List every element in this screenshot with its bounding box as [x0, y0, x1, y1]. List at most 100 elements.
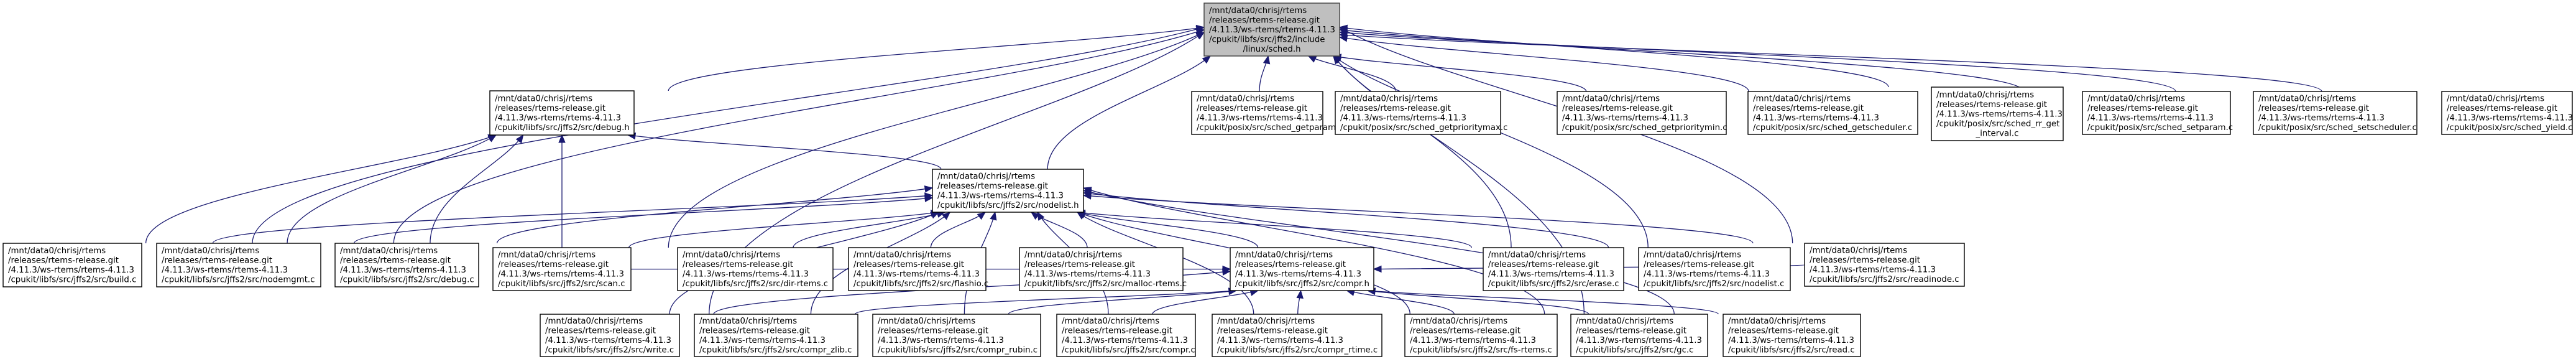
node-box: [1638, 247, 1791, 291]
arrowhead-icon: [1037, 211, 1045, 221]
arrowhead-icon: [977, 212, 987, 220]
node-sched-setscheduler[interactable]: /mnt/data0/chrisj/rtems/releases/rtems-r…: [2253, 91, 2417, 135]
node-label-line: /releases/rtems-release.git: [1340, 104, 1451, 113]
node-compr-h[interactable]: /mnt/data0/chrisj/rtems/releases/rtems-r…: [1230, 247, 1374, 291]
node-label-line: /4.11.3/ws-rtems/rtems-4.11.3: [1810, 266, 1936, 275]
node-label-line: /cpukit/posix/src/sched_rr_get: [1936, 119, 2059, 129]
node-label-line: /cpukit/libfs/src/jffs2/src/compr_rubin.…: [878, 346, 1037, 355]
node-flashio-c[interactable]: /mnt/data0/chrisj/rtems/releases/rtems-r…: [848, 247, 988, 291]
edge-line: [1008, 290, 1237, 315]
node-label-line: /cpukit/libfs/src/jffs2/include: [1209, 35, 1325, 44]
node-label-line: /mnt/data0/chrisj/rtems: [1217, 317, 1315, 326]
edge-sched-getparam-to-sched-h: [1259, 55, 1271, 92]
arrowhead-icon: [487, 134, 497, 142]
node-label-line: /cpukit/libfs/src/jffs2/src/build.c: [8, 276, 136, 285]
edge-line: [1083, 187, 1545, 315]
arrowhead-icon: [924, 195, 934, 202]
node-label-line: /releases/rtems-release.git: [878, 327, 988, 336]
node-label-line: /4.11.3/ws-rtems/rtems-4.11.3: [1197, 114, 1323, 123]
arrowhead-icon: [1338, 27, 1348, 34]
edge-line: [1083, 192, 1609, 248]
node-label-line: /releases/rtems-release.git: [937, 182, 1048, 191]
edge-line: [1083, 195, 1754, 244]
node-label-line: /releases/rtems-release.git: [340, 256, 451, 266]
node-debug-h[interactable]: /mnt/data0/chrisj/rtems/releases/rtems-r…: [489, 90, 635, 136]
node-label-line: /mnt/data0/chrisj/rtems: [1728, 317, 1826, 326]
node-box: [848, 247, 987, 291]
node-sched-getparam[interactable]: /mnt/data0/chrisj/rtems/releases/rtems-r…: [1191, 91, 1343, 135]
node-label-line: /releases/rtems-release.git: [2447, 104, 2557, 113]
node-nodelist-c[interactable]: /mnt/data0/chrisj/rtems/releases/rtems-r…: [1638, 247, 1791, 291]
node-fs-rtems-c[interactable]: /mnt/data0/chrisj/rtems/releases/rtems-r…: [1404, 314, 1558, 357]
node-dir-rtems-c[interactable]: /mnt/data0/chrisj/rtems/releases/rtems-r…: [677, 247, 834, 291]
node-nodelist-h[interactable]: /mnt/data0/chrisj/rtems/releases/rtems-r…: [932, 169, 1084, 213]
node-label-line: /cpukit/libfs/src/jffs2/src/nodelist.c: [1644, 279, 1784, 289]
node-label-line: /releases/rtems-release.git: [162, 256, 272, 266]
node-box: [2, 243, 142, 287]
node-write-c[interactable]: /mnt/data0/chrisj/rtems/releases/rtems-r…: [540, 314, 680, 357]
node-label-line: /4.11.3/ws-rtems/rtems-4.11.3: [1576, 336, 1702, 345]
node-label-line: /mnt/data0/chrisj/rtems: [2087, 95, 2185, 104]
node-label-line: /mnt/data0/chrisj/rtems: [495, 95, 592, 104]
node-label-line: /mnt/data0/chrisj/rtems: [2258, 95, 2356, 104]
edge-line: [1333, 55, 1587, 92]
node-sched-yield[interactable]: /mnt/data0/chrisj/rtems/releases/rtems-r…: [2441, 91, 2573, 135]
node-label-line: /releases/rtems-release.git: [1024, 260, 1135, 269]
node-sched-getscheduler[interactable]: /mnt/data0/chrisj/rtems/releases/rtems-r…: [1747, 91, 1918, 135]
node-label-line: /releases/rtems-release.git: [699, 327, 810, 336]
node-read-c[interactable]: /mnt/data0/chrisj/rtems/releases/rtems-r…: [1723, 314, 1861, 357]
node-box: [540, 314, 680, 357]
node-label-line: /mnt/data0/chrisj/rtems: [1810, 246, 1907, 256]
node-label-line: /mnt/data0/chrisj/rtems: [1024, 251, 1122, 260]
edge-line: [1367, 290, 1589, 315]
node-label-line: /releases/rtems-release.git: [683, 260, 793, 269]
node-label-line: /4.11.3/ws-rtems/rtems-4.11.3: [1024, 270, 1151, 279]
node-sched-setparam[interactable]: /mnt/data0/chrisj/rtems/releases/rtems-r…: [2082, 91, 2233, 135]
node-sched-getprioritymin[interactable]: /mnt/data0/chrisj/rtems/releases/rtems-r…: [1557, 91, 1727, 135]
node-label-line: /mnt/data0/chrisj/rtems: [8, 246, 106, 256]
edge-line: [1047, 55, 1211, 170]
node-label-line: /cpukit/posix/src/sched_setscheduler.c: [2258, 123, 2417, 133]
node-box: [1230, 247, 1374, 291]
node-debug-c[interactable]: /mnt/data0/chrisj/rtems/releases/rtems-r…: [334, 243, 479, 287]
node-compr-rtime-c[interactable]: /mnt/data0/chrisj/rtems/releases/rtems-r…: [1212, 314, 1382, 357]
node-build-c[interactable]: /mnt/data0/chrisj/rtems/releases/rtems-r…: [2, 243, 142, 287]
node-nodemgmt-c[interactable]: /mnt/data0/chrisj/rtems/releases/rtems-r…: [156, 243, 321, 287]
node-label-line: /cpukit/libfs/src/jffs2/src/gc.c: [1576, 346, 1693, 355]
node-label-line: /releases/rtems-release.git: [2087, 104, 2198, 113]
node-compr-zlib-c[interactable]: /mnt/data0/chrisj/rtems/releases/rtems-r…: [694, 314, 858, 357]
node-label-line: /mnt/data0/chrisj/rtems: [937, 172, 1035, 182]
node-compr-c[interactable]: /mnt/data0/chrisj/rtems/releases/rtems-r…: [1056, 314, 1196, 357]
node-label-line: /releases/rtems-release.git: [1062, 327, 1172, 336]
node-label-line: /releases/rtems-release.git: [1209, 16, 1320, 25]
edge-line: [496, 187, 933, 244]
node-sched-rr-get-interval[interactable]: /mnt/data0/chrisj/rtems/releases/rtems-r…: [1931, 86, 2064, 141]
node-label-line: /4.11.3/ws-rtems/rtems-4.11.3: [340, 266, 466, 275]
node-sched-getprioritymax[interactable]: /mnt/data0/chrisj/rtems/releases/rtems-r…: [1335, 91, 1507, 135]
node-label-line: /cpukit/libfs/src/jffs2/src/nodelist.h: [937, 201, 1079, 210]
node-box: [694, 314, 858, 357]
node-gc-c[interactable]: /mnt/data0/chrisj/rtems/releases/rtems-r…: [1570, 314, 1708, 357]
node-compr-rubin-c[interactable]: /mnt/data0/chrisj/rtems/releases/rtems-r…: [872, 314, 1041, 357]
arrowhead-icon: [558, 134, 566, 143]
node-label-line: /mnt/data0/chrisj/rtems: [2447, 95, 2544, 104]
node-label-line: /releases/rtems-release.git: [1410, 327, 1520, 336]
edge-readinode-c-to-nodelist-h: [1082, 192, 1754, 244]
node-box: [1931, 86, 2064, 141]
edge-line: [793, 212, 945, 248]
node-erase-c[interactable]: /mnt/data0/chrisj/rtems/releases/rtems-r…: [1483, 247, 1624, 291]
node-box: [1212, 314, 1382, 357]
node-label-line: /releases/rtems-release.git: [1810, 256, 1920, 265]
node-label-line: /4.11.3/ws-rtems/rtems-4.11.3: [2447, 114, 2573, 123]
node-scan-c[interactable]: /mnt/data0/chrisj/rtems/releases/rtems-r…: [492, 247, 632, 291]
node-label-line: /mnt/data0/chrisj/rtems: [1576, 317, 1673, 326]
edge-line: [1339, 27, 1889, 88]
arrowhead-icon: [942, 212, 951, 220]
node-malloc-rtems-c[interactable]: /mnt/data0/chrisj/rtems/releases/rtems-r…: [1019, 247, 1187, 291]
edge-line: [1077, 212, 1259, 248]
node-readinode-c[interactable]: /mnt/data0/chrisj/rtems/releases/rtems-r…: [1804, 243, 1965, 287]
node-label-line: /mnt/data0/chrisj/rtems: [699, 317, 797, 326]
node-label-line: /mnt/data0/chrisj/rtems: [1209, 6, 1307, 16]
edge-nodemgmt-c-to-debug-h: [287, 134, 497, 244]
node-label-line: /cpukit/libfs/src/jffs2/src/read.c: [1728, 346, 1855, 355]
